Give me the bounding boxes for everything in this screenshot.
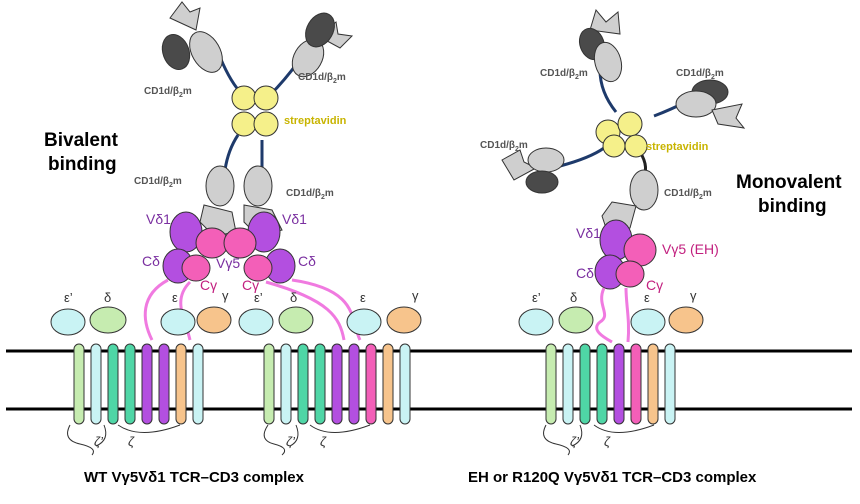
monovalent-label-line2: binding [758,196,827,217]
eps-prime-label-1: ε’ [64,290,73,305]
cd1d-right-top [578,8,623,83]
cd1d-label-7: CD1d/β2m [480,140,528,153]
cd-label-mono: Cδ [576,265,594,281]
tm-helix [613,343,625,425]
eps-prime-label-2: ε’ [254,290,263,305]
vg5eh-label-mono: Vγ5 (EH) [662,241,719,257]
vd1-label-mono: Vδ1 [576,225,601,241]
tcr-right [223,211,296,284]
streptavidin-right [595,111,648,158]
cd1d-label-text: CD1d/β2m [298,72,346,85]
vd1-label-right: Vδ1 [282,211,307,227]
zeta-label-1: ζ [128,434,135,449]
eps-label-1: ε [172,290,178,305]
tm-helices-left-b [263,343,411,425]
tm-helix [399,343,411,425]
zeta-label-2: ζ [320,434,327,449]
tm-helix [124,343,136,425]
zeta-prime-label-2: ζ’ [286,434,296,449]
tm-helix [314,343,326,425]
tm-helix [545,343,557,425]
cd1d-label-8: CD1d/β2m [664,188,712,201]
tm-helix [562,343,574,425]
tm-helix [297,343,309,425]
cd1d-lower-left [199,165,237,237]
cd1d-label-text: CD1d/β2m [480,140,528,153]
cd1d-label-text: CD1d/β2m [286,188,334,201]
cd1d-label-text: CD1d/β2m [676,68,724,81]
cd1d-label-3: CD1d/β2m [134,176,182,189]
caption-left: WT Vγ5Vδ1 TCR–CD3 complex [84,469,305,486]
delta-label-2: δ [290,290,297,305]
cd1d-label-1: CD1d/β2m [144,86,192,99]
tm-helix [141,343,153,425]
cd1d-label-text: CD1d/β2m [144,86,192,99]
tm-helix [158,343,170,425]
cg-label-left: Cγ [200,277,217,293]
vg5-label-left: Vγ5 [216,255,240,271]
tm-helices-left-a [73,343,204,425]
tcr-monovalent [594,219,657,290]
right-complex [501,8,746,456]
tm-helix [90,343,102,425]
cd1d-label-4: CD1d/β2m [286,188,334,201]
cd1d-top-right [291,12,354,78]
monovalent-label-line1: Monovalent [736,172,842,193]
vd1-label-left: Vδ1 [146,211,171,227]
cd3-ecto-left-group [50,306,422,336]
cg-label-mono: Cγ [646,277,663,293]
cd1d-label-5: CD1d/β2m [540,68,588,81]
cd1d-label-text: CD1d/β2m [664,188,712,201]
cd3-ecto-right-group [518,306,704,336]
streptavidin-label-right: streptavidin [646,141,709,153]
tm-helix [331,343,343,425]
cd-label-right: Cδ [298,253,316,269]
tm-helix [192,343,204,425]
eps-label-2: ε [360,290,366,305]
tm-helix [596,343,608,425]
zeta-prime-label-3: ζ’ [570,434,580,449]
cd1d-label-text: CD1d/β2m [134,176,182,189]
cd1d-right-left [501,147,565,194]
cd-label-left: Cδ [142,253,160,269]
tm-helix [263,343,275,425]
tm-helix [175,343,187,425]
delta-label-3: δ [570,290,577,305]
cd1d-label-2: CD1d/β2m [298,72,346,85]
tm-helices-right [545,343,676,425]
streptavidin-left [231,85,279,137]
zeta-prime-label-1: ζ’ [94,434,104,449]
zeta-label-3: ζ [604,434,611,449]
cd1d-label-text: CD1d/β2m [540,68,588,81]
cd1d-label-6: CD1d/β2m [676,68,724,81]
gamma-label-2: γ [412,288,419,303]
eps-prime-label-3: ε’ [532,290,541,305]
bivalent-label-line1: Bivalent [44,130,119,151]
delta-label-1: δ [104,290,111,305]
caption-right: EH or R120Q Vγ5Vδ1 TCR–CD3 complex [468,469,757,486]
tm-helix [280,343,292,425]
tm-helix [107,343,119,425]
cd1d-right-right [675,79,746,129]
tm-helix [664,343,676,425]
cg-label-right: Cγ [242,277,259,293]
eps-label-3: ε [644,290,650,305]
tm-helix [382,343,394,425]
tm-helix [73,343,85,425]
tm-helix [348,343,360,425]
tm-helix [365,343,377,425]
tm-helix [647,343,659,425]
tm-helix [579,343,591,425]
streptavidin-label-left: streptavidin [284,115,347,127]
text-labels: Bivalent binding Monovalent binding CD1d… [44,68,842,486]
bivalent-label-line2: binding [48,154,117,175]
gamma-label-1: γ [222,288,229,303]
tm-helix [630,343,642,425]
tcr-left [162,211,229,284]
cd1d-top-left [161,1,223,73]
left-complex [50,1,422,456]
gamma-label-3: γ [690,288,697,303]
